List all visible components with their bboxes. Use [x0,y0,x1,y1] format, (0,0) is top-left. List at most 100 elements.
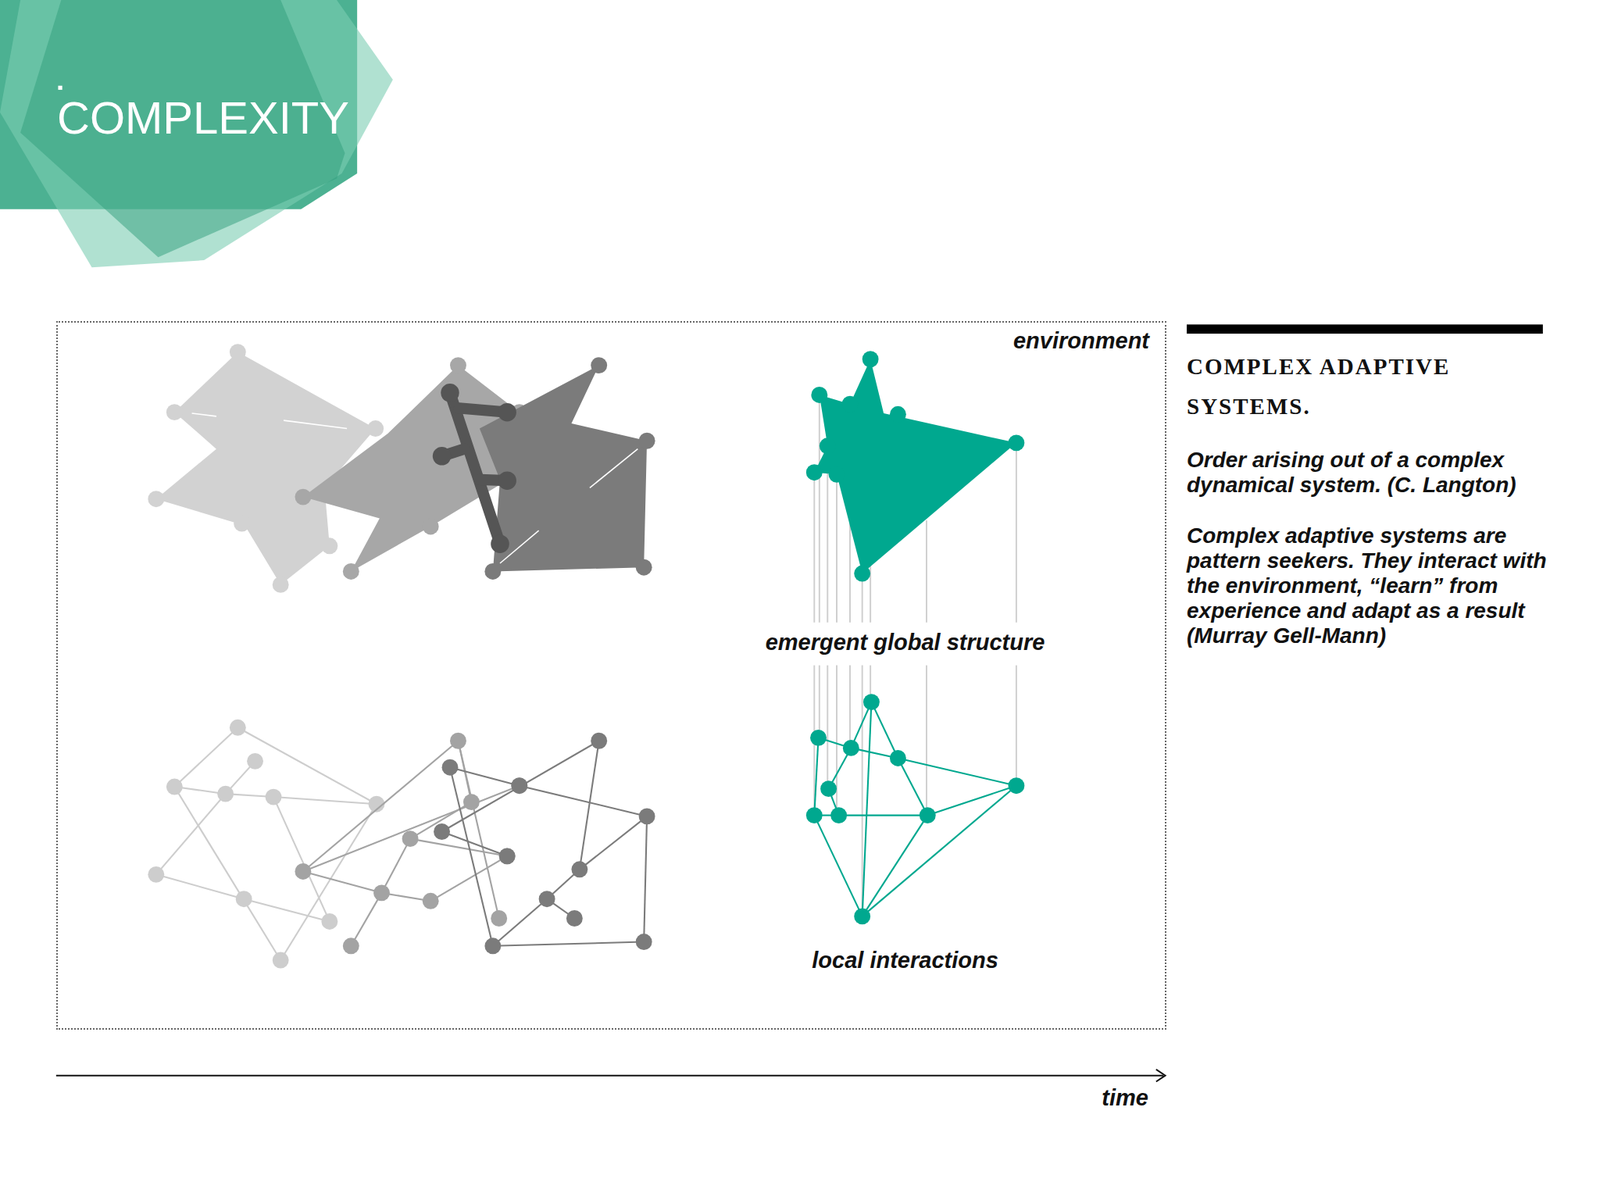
shape-dot [828,466,846,483]
network-dot [499,847,516,865]
network-link [579,740,600,870]
axis-label: time [1101,1084,1149,1111]
guide-line [818,665,821,739]
network-dot [499,847,516,865]
network-dot [571,860,588,878]
heading-bar [1186,324,1543,334]
network-dot [539,890,556,908]
highlight-line [589,449,638,489]
network [294,732,528,954]
network-dot [373,884,390,901]
network-link [273,796,330,922]
bar-dot [490,534,510,554]
shape-fill [479,365,647,572]
network-link [862,702,872,917]
corner-shapes [0,0,393,268]
network-link [450,767,493,947]
highlight-line [500,530,540,564]
network-dot [166,778,183,796]
guide-line [835,665,838,816]
axis-arrowhead [1156,1069,1166,1083]
network-link [897,757,928,815]
network-link [442,740,600,832]
network-dot [566,910,583,927]
network-dot [147,866,165,883]
quote-text: Complex adaptive systems are pattern see… [1186,523,1554,649]
network-dot [919,807,936,824]
network-link [174,786,281,961]
network-dot [830,807,847,824]
network-link [492,942,644,947]
shape-dot [806,464,823,481]
guide-line [813,472,815,623]
network-dot [217,785,234,803]
bar-dot [440,383,460,403]
guide-line [818,394,821,622]
network-dot [810,729,827,747]
guide-line [835,474,838,622]
guide-line [925,665,928,816]
shape-dot [484,563,501,580]
structure-label: local interactions [811,946,999,974]
network-dot [463,793,480,811]
axis-line [56,1075,1164,1077]
network-dot [422,892,440,910]
network-link [579,816,647,870]
structure-shape [479,357,656,580]
network-dot [863,693,880,711]
title-dot [57,85,62,90]
network-link [862,785,1017,917]
network-dot [402,830,419,847]
network-link [410,839,508,857]
graphs [147,343,1025,968]
shape-dot [842,396,859,413]
shape-dot [635,559,653,576]
network-link [237,727,377,804]
shape-dot [590,357,608,374]
shape-dot [342,563,360,580]
network-dot [635,933,653,950]
network-dot [806,807,823,824]
network-link [643,816,647,943]
network-dot [433,823,450,840]
network-link [839,814,929,817]
network-dot [484,937,501,954]
network-dot [235,890,253,908]
shape-fill [303,365,520,572]
shape-dot [166,403,183,421]
shape-dot [147,490,165,508]
corner-shape [0,0,393,268]
shape-dot [639,432,656,450]
structure-bar [432,383,517,554]
network-link [442,831,508,856]
shape-dot [1007,434,1025,451]
network-dot [265,789,283,806]
network-dot [889,750,907,767]
network-dot [590,732,608,750]
network-dot [639,807,656,825]
network [433,732,655,954]
highlight-line [283,420,347,429]
network-dot [272,952,290,969]
network-dot [1007,777,1025,794]
network-link [897,757,1017,786]
network-dot [490,910,508,927]
guide-line [861,665,864,917]
network-dot [450,732,467,750]
time-axis [56,1069,1166,1083]
bar-dot [497,471,517,490]
network-dot [442,759,459,776]
network-link [273,796,377,804]
bar-dot [497,403,517,422]
shape-dot [229,343,247,361]
network-dot [853,907,871,925]
structure-shape [806,350,1025,582]
quote-text: Order arising out of a complex dynamical… [1186,447,1554,498]
environment-label: environment [1013,327,1150,354]
guide-line [925,520,928,623]
guide-line [1015,665,1018,786]
shape-dot [321,537,338,554]
network-dot [229,719,247,736]
structure-shape [294,357,528,580]
network [806,693,1025,925]
